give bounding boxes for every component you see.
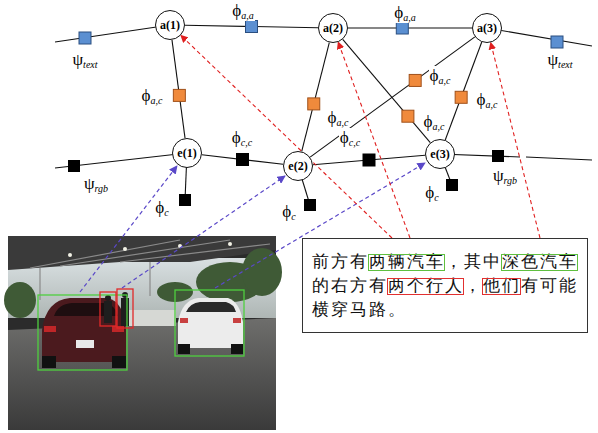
factor-label: ϕa,c — [429, 66, 452, 87]
factor-edge — [348, 27, 472, 28]
factor-square — [173, 89, 185, 101]
variable-name: e(1) — [177, 147, 196, 159]
factor-label: ϕa,c — [423, 112, 446, 133]
white-car — [178, 298, 243, 354]
factor-label: ϕa,a — [231, 1, 254, 22]
factor-square — [402, 110, 414, 122]
variable-name: a(3) — [477, 22, 497, 34]
factor-square — [308, 98, 320, 110]
factor-label: ϕa,c — [327, 108, 350, 129]
factor-edge — [172, 40, 185, 138]
factor-square — [237, 154, 249, 166]
variable-circle: a(2) — [318, 13, 348, 43]
potential-label: ψtext — [546, 50, 573, 71]
reference-arrow — [338, 42, 410, 238]
photo-ground — [8, 236, 276, 430]
sentence-text: 前方有两辆汽车，其中深色汽车的右方有两个行人，他们有可能横穿马路。 — [312, 250, 580, 322]
variable-name: a(2) — [323, 22, 343, 34]
factor-label: ϕc,c — [231, 128, 253, 149]
factor-square — [455, 91, 467, 103]
sentence-box: 前方有两辆汽车，其中深色汽车的右方有两个行人，他们有可能横穿马路。 — [302, 238, 588, 333]
potential-label: ϕc — [281, 202, 296, 223]
potential-label: ψtext — [71, 50, 98, 71]
factor-edge — [302, 43, 330, 152]
factor-square — [246, 21, 258, 33]
reference-arrow — [491, 43, 540, 238]
building — [128, 310, 176, 326]
factor-square — [396, 22, 408, 34]
variable-circle: a(3) — [472, 13, 502, 43]
variable-circle: e(1) — [172, 138, 202, 168]
variable-circle: a(1) — [155, 10, 185, 40]
variable-name: a(1) — [160, 19, 180, 31]
variable-circle: e(3) — [425, 139, 455, 169]
bounding-boxes — [38, 289, 244, 370]
potential-label: ψrgb — [492, 166, 518, 187]
factor-label: ϕa,a — [393, 3, 416, 24]
variable-name: e(3) — [430, 148, 449, 160]
ceiling-lamps — [68, 242, 232, 257]
potential-label: ψrgb — [83, 174, 109, 195]
reference-arrow — [181, 35, 392, 238]
potential-label: ϕc — [154, 198, 169, 219]
unary-factor-squares — [68, 32, 563, 211]
unary-factor-lines — [55, 25, 592, 205]
factor-square — [409, 74, 421, 86]
factor-label: ϕa,c — [141, 86, 164, 107]
factor-label: ϕa,c — [476, 90, 499, 111]
variable-name: e(2) — [288, 160, 307, 172]
factor-edge — [310, 37, 475, 157]
factor-square — [363, 154, 375, 166]
potential-label: ϕc — [424, 183, 439, 204]
factor-label: ϕc,c — [339, 128, 361, 149]
dark-car — [42, 298, 126, 368]
variable-circle: e(2) — [283, 151, 313, 181]
trees — [4, 248, 282, 318]
